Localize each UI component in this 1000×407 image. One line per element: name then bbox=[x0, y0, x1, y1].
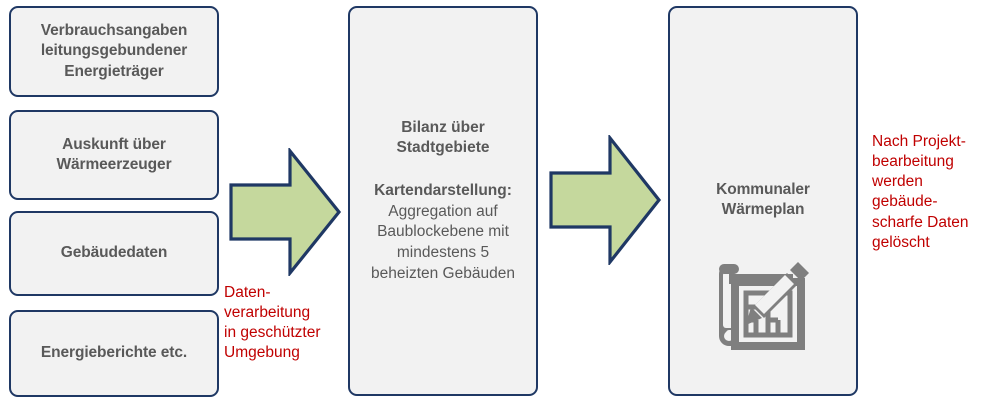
output-title-line: Wärmeplan bbox=[721, 201, 805, 219]
input-box-energieberichte[interactable]: Energieberichte etc. bbox=[9, 310, 219, 397]
arrow-process-to-output bbox=[549, 135, 662, 265]
input-box-line: Verbrauchsangaben bbox=[40, 22, 188, 40]
input-box-line: Wärmeerzeuger bbox=[56, 156, 172, 173]
process-body-line: Aggregation auf bbox=[388, 202, 498, 220]
note-datenloeschung: Nach Projekt- bearbeitung werden gebäude… bbox=[872, 133, 969, 251]
input-box-line: Auskunft über bbox=[62, 135, 166, 153]
process-body-line: beheizten Gebäuden bbox=[371, 264, 515, 282]
input-box-line: Energieträger bbox=[64, 62, 164, 80]
process-subheading: Kartendarstellung: bbox=[374, 182, 512, 200]
note-datenverarbeitung: Daten- verarbeitung in geschützter Umgeb… bbox=[224, 284, 321, 362]
arrow-inputs-to-process bbox=[229, 148, 342, 276]
input-box-line: leitungsgebundener bbox=[40, 42, 188, 60]
process-heading-line: Bilanz über bbox=[401, 118, 485, 136]
output-title: Kommunaler Wärmeplan bbox=[716, 180, 810, 220]
output-title-line: Kommunaler bbox=[716, 181, 810, 198]
blueprint-pencil-icon bbox=[719, 262, 809, 351]
input-box-auskunft[interactable]: Auskunft über Wärmeerzeuger bbox=[9, 110, 219, 200]
process-box-bilanz[interactable]: Bilanz über Stadtgebiete Kartendarstellu… bbox=[348, 6, 538, 396]
process-heading-line: Stadtgebiete bbox=[396, 139, 490, 157]
input-box-gebaeudedaten[interactable]: Gebäudedaten bbox=[9, 211, 219, 296]
output-box-kommunaler-waermeplan[interactable]: Kommunaler Wärmeplan bbox=[668, 6, 858, 396]
input-box-line: Gebäudedaten bbox=[60, 244, 168, 262]
input-box-verbrauchsangaben[interactable]: Verbrauchsangaben leitungsgebundener Ene… bbox=[9, 6, 219, 97]
process-body-line: Baublockebene mit bbox=[377, 223, 509, 241]
input-box-line: Energieberichte etc. bbox=[40, 344, 188, 362]
process-body-line: mindestens 5 bbox=[396, 243, 490, 261]
